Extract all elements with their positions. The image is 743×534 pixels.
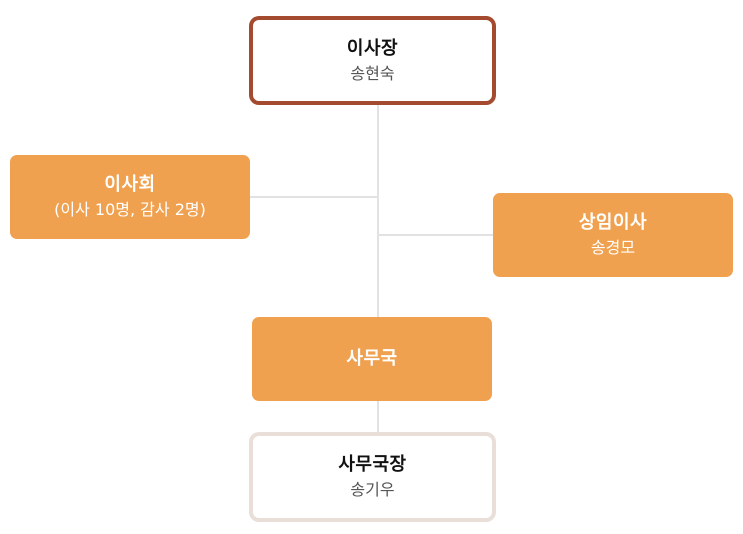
connector-secretary-general <box>377 400 379 434</box>
chairman-node: 이사장 송현숙 <box>249 16 496 105</box>
connector-board <box>249 196 378 198</box>
secretary-general-name: 송기우 <box>350 480 395 499</box>
connector-executive-director <box>378 234 494 236</box>
board-detail: (이사 10명, 감사 2명) <box>54 200 206 219</box>
chairman-title: 이사장 <box>346 37 399 59</box>
secretariat-node: 사무국 <box>252 317 492 401</box>
executive-director-node: 상임이사 송경모 <box>493 193 733 277</box>
board-title: 이사회 <box>104 174 156 195</box>
executive-director-title: 상임이사 <box>578 212 648 233</box>
secretary-general-node: 사무국장 송기우 <box>249 432 496 522</box>
connector-main-vertical <box>377 104 379 318</box>
executive-director-name: 송경모 <box>590 238 636 257</box>
board-node: 이사회 (이사 10명, 감사 2명) <box>10 155 250 239</box>
secretariat-title: 사무국 <box>346 348 398 369</box>
chairman-name: 송현숙 <box>350 63 395 83</box>
secretary-general-title: 사무국장 <box>338 454 407 475</box>
